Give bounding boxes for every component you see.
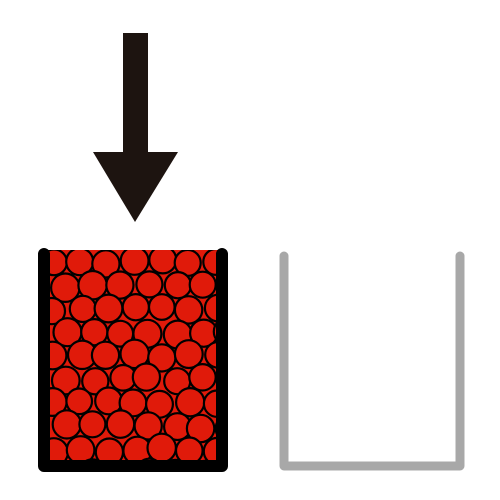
arrow-head xyxy=(93,152,178,222)
filled-container-icon xyxy=(38,248,228,472)
particle xyxy=(135,270,164,299)
arrow-shaft xyxy=(123,33,148,157)
particle xyxy=(78,410,107,439)
particle xyxy=(51,409,83,440)
particle xyxy=(93,293,124,324)
particle xyxy=(105,270,135,300)
particle xyxy=(148,250,178,275)
particle xyxy=(81,367,110,396)
empty-container-icon xyxy=(279,251,465,471)
particle-pile xyxy=(44,250,222,464)
particle xyxy=(174,436,204,464)
particle xyxy=(147,293,176,321)
particle xyxy=(174,387,206,418)
particle xyxy=(90,340,121,370)
particle xyxy=(68,294,98,324)
down-arrow-icon xyxy=(93,33,178,222)
particle xyxy=(50,365,81,396)
particle xyxy=(119,250,150,276)
particle xyxy=(131,362,162,392)
particle xyxy=(65,387,94,416)
particle xyxy=(91,250,121,279)
particle xyxy=(188,362,217,392)
filled-container-outline xyxy=(38,248,228,472)
particle xyxy=(105,409,136,439)
particle xyxy=(173,295,204,325)
particle xyxy=(163,271,193,300)
particle xyxy=(121,293,151,322)
particle xyxy=(133,411,163,441)
particle xyxy=(173,339,204,370)
empty-container-outline xyxy=(279,251,465,471)
particle xyxy=(188,270,217,299)
